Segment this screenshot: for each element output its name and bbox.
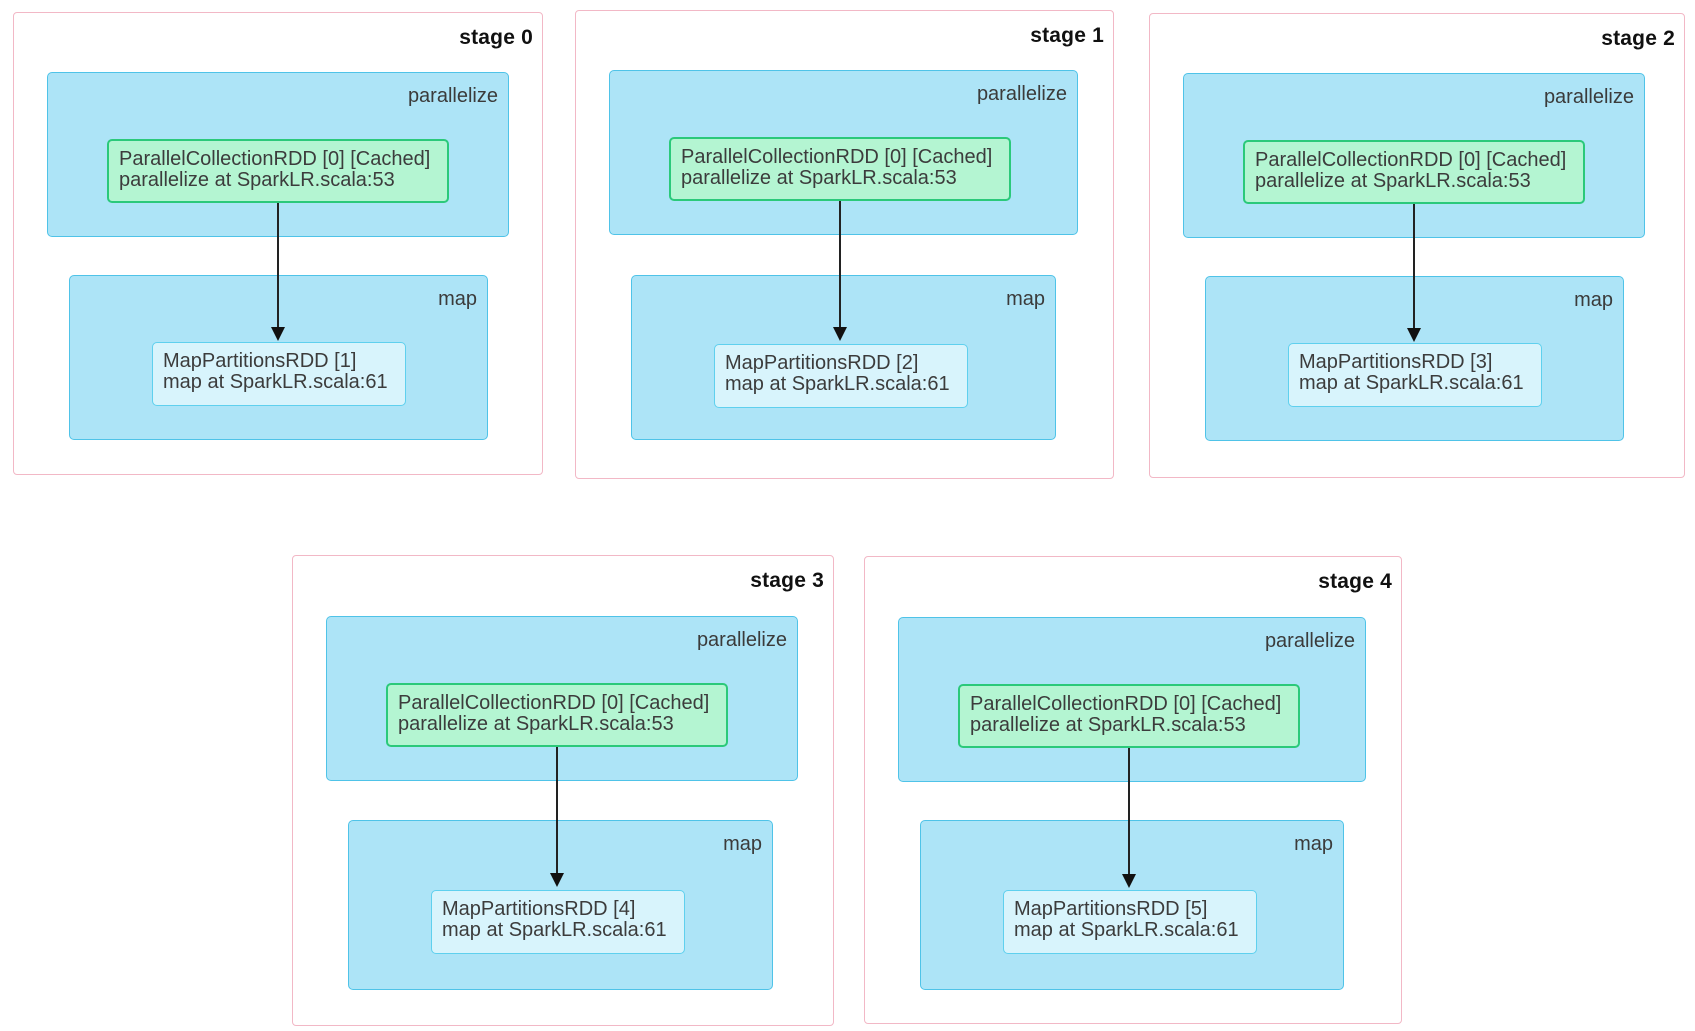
stage-box-1[interactable]: stage 1 parallelize map ParallelCollecti…: [575, 10, 1114, 479]
stage-box-3[interactable]: stage 3 parallelize map ParallelCollecti…: [292, 555, 834, 1026]
arrowhead-icon: [1122, 874, 1136, 888]
rdd-node[interactable]: MapPartitionsRDD [4] map at SparkLR.scal…: [431, 890, 685, 954]
arrowhead-icon: [550, 873, 564, 887]
stage-title: stage 0: [459, 26, 533, 49]
rdd-name: ParallelCollectionRDD [0] [Cached]: [970, 693, 1282, 715]
rdd-node-cached[interactable]: ParallelCollectionRDD [0] [Cached] paral…: [669, 137, 1011, 201]
cluster-label: map: [723, 833, 762, 855]
rdd-callsite: map at SparkLR.scala:61: [442, 919, 667, 941]
rdd-callsite: map at SparkLR.scala:61: [1299, 372, 1524, 394]
rdd-callsite: parallelize at SparkLR.scala:53: [398, 713, 674, 735]
dependency-edge: [277, 203, 279, 327]
rdd-callsite: map at SparkLR.scala:61: [1014, 919, 1239, 941]
stage-box-4[interactable]: stage 4 parallelize map ParallelCollecti…: [864, 556, 1402, 1024]
dependency-edge: [1128, 748, 1130, 874]
rdd-node-cached[interactable]: ParallelCollectionRDD [0] [Cached] paral…: [958, 684, 1300, 748]
rdd-callsite: parallelize at SparkLR.scala:53: [681, 167, 957, 189]
cluster-label: map: [1574, 289, 1613, 311]
rdd-name: MapPartitionsRDD [3]: [1299, 351, 1493, 373]
arrowhead-icon: [271, 327, 285, 341]
rdd-name: ParallelCollectionRDD [0] [Cached]: [398, 692, 710, 714]
cluster-label: map: [1294, 833, 1333, 855]
rdd-node[interactable]: MapPartitionsRDD [2] map at SparkLR.scal…: [714, 344, 968, 408]
stage-title: stage 3: [750, 569, 824, 592]
rdd-name: ParallelCollectionRDD [0] [Cached]: [1255, 149, 1567, 171]
rdd-name: MapPartitionsRDD [1]: [163, 350, 357, 372]
cluster-label: parallelize: [696, 629, 787, 651]
stage-title: stage 4: [1318, 570, 1392, 593]
rdd-callsite: map at SparkLR.scala:61: [725, 373, 950, 395]
cluster-label: parallelize: [407, 85, 498, 107]
rdd-node-cached[interactable]: ParallelCollectionRDD [0] [Cached] paral…: [107, 139, 449, 203]
rdd-name: ParallelCollectionRDD [0] [Cached]: [681, 146, 993, 168]
rdd-callsite: map at SparkLR.scala:61: [163, 371, 388, 393]
rdd-node[interactable]: MapPartitionsRDD [1] map at SparkLR.scal…: [152, 342, 406, 406]
rdd-name: MapPartitionsRDD [2]: [725, 352, 919, 374]
stage-box-2[interactable]: stage 2 parallelize map ParallelCollecti…: [1149, 13, 1685, 478]
arrowhead-icon: [833, 327, 847, 341]
rdd-node-cached[interactable]: ParallelCollectionRDD [0] [Cached] paral…: [386, 683, 728, 747]
rdd-name: MapPartitionsRDD [4]: [442, 898, 636, 920]
cluster-label: parallelize: [1264, 630, 1355, 652]
cluster-label: map: [1006, 288, 1045, 310]
cluster-label: parallelize: [1543, 86, 1634, 108]
rdd-name: ParallelCollectionRDD [0] [Cached]: [119, 148, 431, 170]
cluster-label: map: [438, 288, 477, 310]
rdd-node[interactable]: MapPartitionsRDD [3] map at SparkLR.scal…: [1288, 343, 1542, 407]
dependency-edge: [556, 747, 558, 873]
stage-title: stage 2: [1601, 27, 1675, 50]
dependency-edge: [839, 201, 841, 327]
rdd-callsite: parallelize at SparkLR.scala:53: [970, 714, 1246, 736]
rdd-callsite: parallelize at SparkLR.scala:53: [1255, 170, 1531, 192]
cluster-label: parallelize: [976, 83, 1067, 105]
stage-box-0[interactable]: stage 0 parallelize map ParallelCollecti…: [13, 12, 543, 475]
rdd-callsite: parallelize at SparkLR.scala:53: [119, 169, 395, 191]
arrowhead-icon: [1407, 328, 1421, 342]
dependency-edge: [1413, 204, 1415, 328]
rdd-name: MapPartitionsRDD [5]: [1014, 898, 1208, 920]
rdd-node[interactable]: MapPartitionsRDD [5] map at SparkLR.scal…: [1003, 890, 1257, 954]
stage-title: stage 1: [1030, 24, 1104, 47]
rdd-node-cached[interactable]: ParallelCollectionRDD [0] [Cached] paral…: [1243, 140, 1585, 204]
